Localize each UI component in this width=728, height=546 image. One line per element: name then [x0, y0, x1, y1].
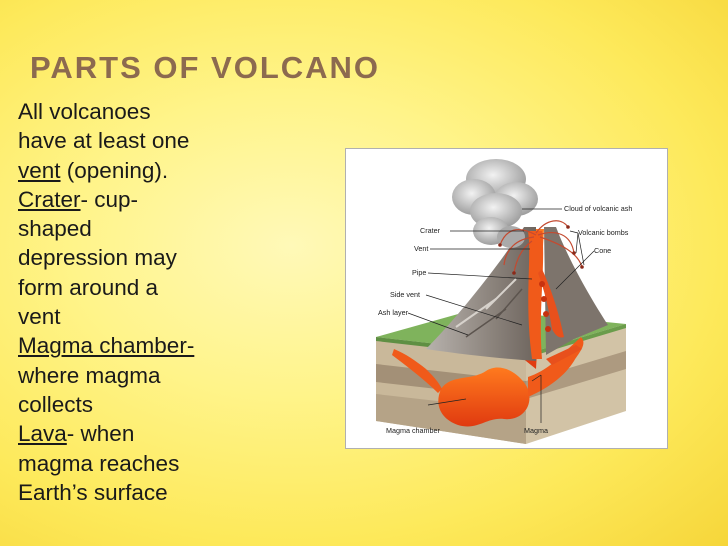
body-line: where magma [18, 361, 253, 390]
body-text-segment: All volcanoes [18, 99, 151, 124]
label-crater: Crater [420, 226, 441, 235]
body-line: vent [18, 302, 253, 331]
volcano-diagram: Cloud of volcanic ash Crater Volcanic bo… [345, 148, 668, 449]
label-magma-chamber: Magma chamber [386, 426, 441, 435]
volcanic-bombs [498, 225, 584, 275]
term-underlined: Lava [18, 421, 67, 447]
body-text-segment: - cup- [80, 186, 139, 212]
body-line: shaped [18, 214, 253, 243]
body-text-segment: vent [18, 304, 61, 330]
body-line: Crater- cup- [18, 185, 253, 214]
body-line: vent (opening). [18, 156, 253, 185]
label-ash-layer: Ash layer [378, 308, 409, 317]
body-text-segment: form around a [18, 274, 159, 300]
body-text-segment: depression may [18, 245, 177, 271]
label-magma: Magma [524, 426, 548, 435]
body-text-segment: - when [66, 421, 135, 447]
body-text-segment: have at least one [18, 128, 190, 154]
body-line: Lava- when [18, 419, 253, 448]
label-cloud: Cloud of volcanic ash [564, 204, 632, 213]
body-line: Earth’s surface [18, 478, 253, 507]
term-underlined: vent [18, 157, 61, 183]
label-side-vent: Side vent [390, 290, 420, 299]
slide-title: Parts of Volcano [30, 50, 381, 85]
volcano-cone [426, 227, 608, 361]
body-line: magma reaches [18, 449, 253, 478]
body-text-segment: (opening). [60, 157, 169, 183]
body-line: collects [18, 390, 253, 419]
body-text-segment: collects [18, 391, 94, 417]
ash-cloud [452, 159, 538, 248]
body-text-segment: magma reaches [18, 450, 180, 476]
label-pipe: Pipe [412, 268, 426, 277]
body-line: depression may [18, 243, 253, 272]
body-line: form around a [18, 273, 253, 302]
label-cone: Cone [594, 246, 611, 255]
volcano-illustration: Cloud of volcanic ash Crater Volcanic bo… [376, 159, 632, 444]
label-bombs: Volcanic bombs [578, 228, 629, 237]
term-underlined: Crater [18, 186, 81, 212]
body-text-segment: Earth’s surface [18, 479, 168, 505]
label-vent: Vent [414, 244, 428, 253]
body-line: have at least one [18, 126, 253, 155]
body-text-segment: where magma [18, 362, 161, 388]
term-underlined: Magma chamber- [18, 333, 195, 359]
body-text-segment: shaped [18, 216, 92, 242]
bomb-trails [499, 220, 583, 274]
leader-lines [407, 208, 595, 423]
body-line: All volcanoes [18, 97, 253, 126]
body-line: Magma chamber- [18, 331, 253, 360]
